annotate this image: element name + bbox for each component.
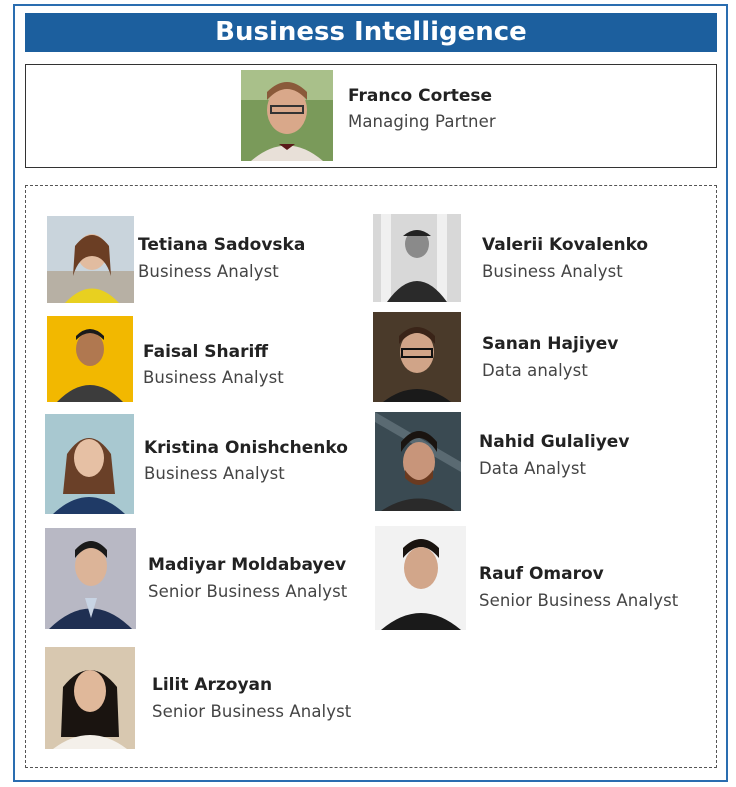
- member-role: Business Analyst: [144, 464, 285, 483]
- member-name: Sanan Hajiyev: [482, 334, 619, 354]
- member-photo: [47, 316, 133, 402]
- member-photo: [373, 312, 461, 402]
- member-photo: [375, 526, 466, 630]
- member-photo: [373, 214, 461, 302]
- member-role: Senior Business Analyst: [148, 582, 348, 601]
- member-role: Data Analyst: [479, 459, 587, 478]
- member-role: Business Analyst: [138, 262, 279, 281]
- member-name: Nahid Gulaliyev: [479, 432, 630, 452]
- lead-name: Franco Cortese: [348, 86, 493, 106]
- member-role: Senior Business Analyst: [152, 702, 352, 721]
- member-name: Madiyar Moldabayev: [148, 555, 347, 575]
- member-role: Business Analyst: [143, 368, 284, 387]
- member-name: Faisal Shariff: [143, 342, 269, 362]
- member-photo: [375, 412, 461, 511]
- page-title: Business Intelligence: [25, 13, 717, 52]
- team-container: [25, 185, 717, 768]
- member-role: Senior Business Analyst: [479, 591, 679, 610]
- member-photo: [45, 528, 136, 629]
- member-name: Tetiana Sadovska: [138, 235, 306, 255]
- member-name: Kristina Onishchenko: [144, 438, 348, 458]
- lead-card: [25, 64, 717, 168]
- member-photo: [45, 647, 135, 749]
- outer-frame: [13, 4, 728, 782]
- member-role: Data analyst: [482, 361, 588, 380]
- member-name: Rauf Omarov: [479, 564, 604, 584]
- lead-role: Managing Partner: [348, 112, 496, 131]
- lead-photo: [241, 70, 333, 161]
- member-name: Valerii Kovalenko: [482, 235, 649, 255]
- member-role: Business Analyst: [482, 262, 623, 281]
- member-name: Lilit Arzoyan: [152, 675, 273, 695]
- member-photo: [45, 414, 134, 514]
- member-photo: [47, 216, 134, 303]
